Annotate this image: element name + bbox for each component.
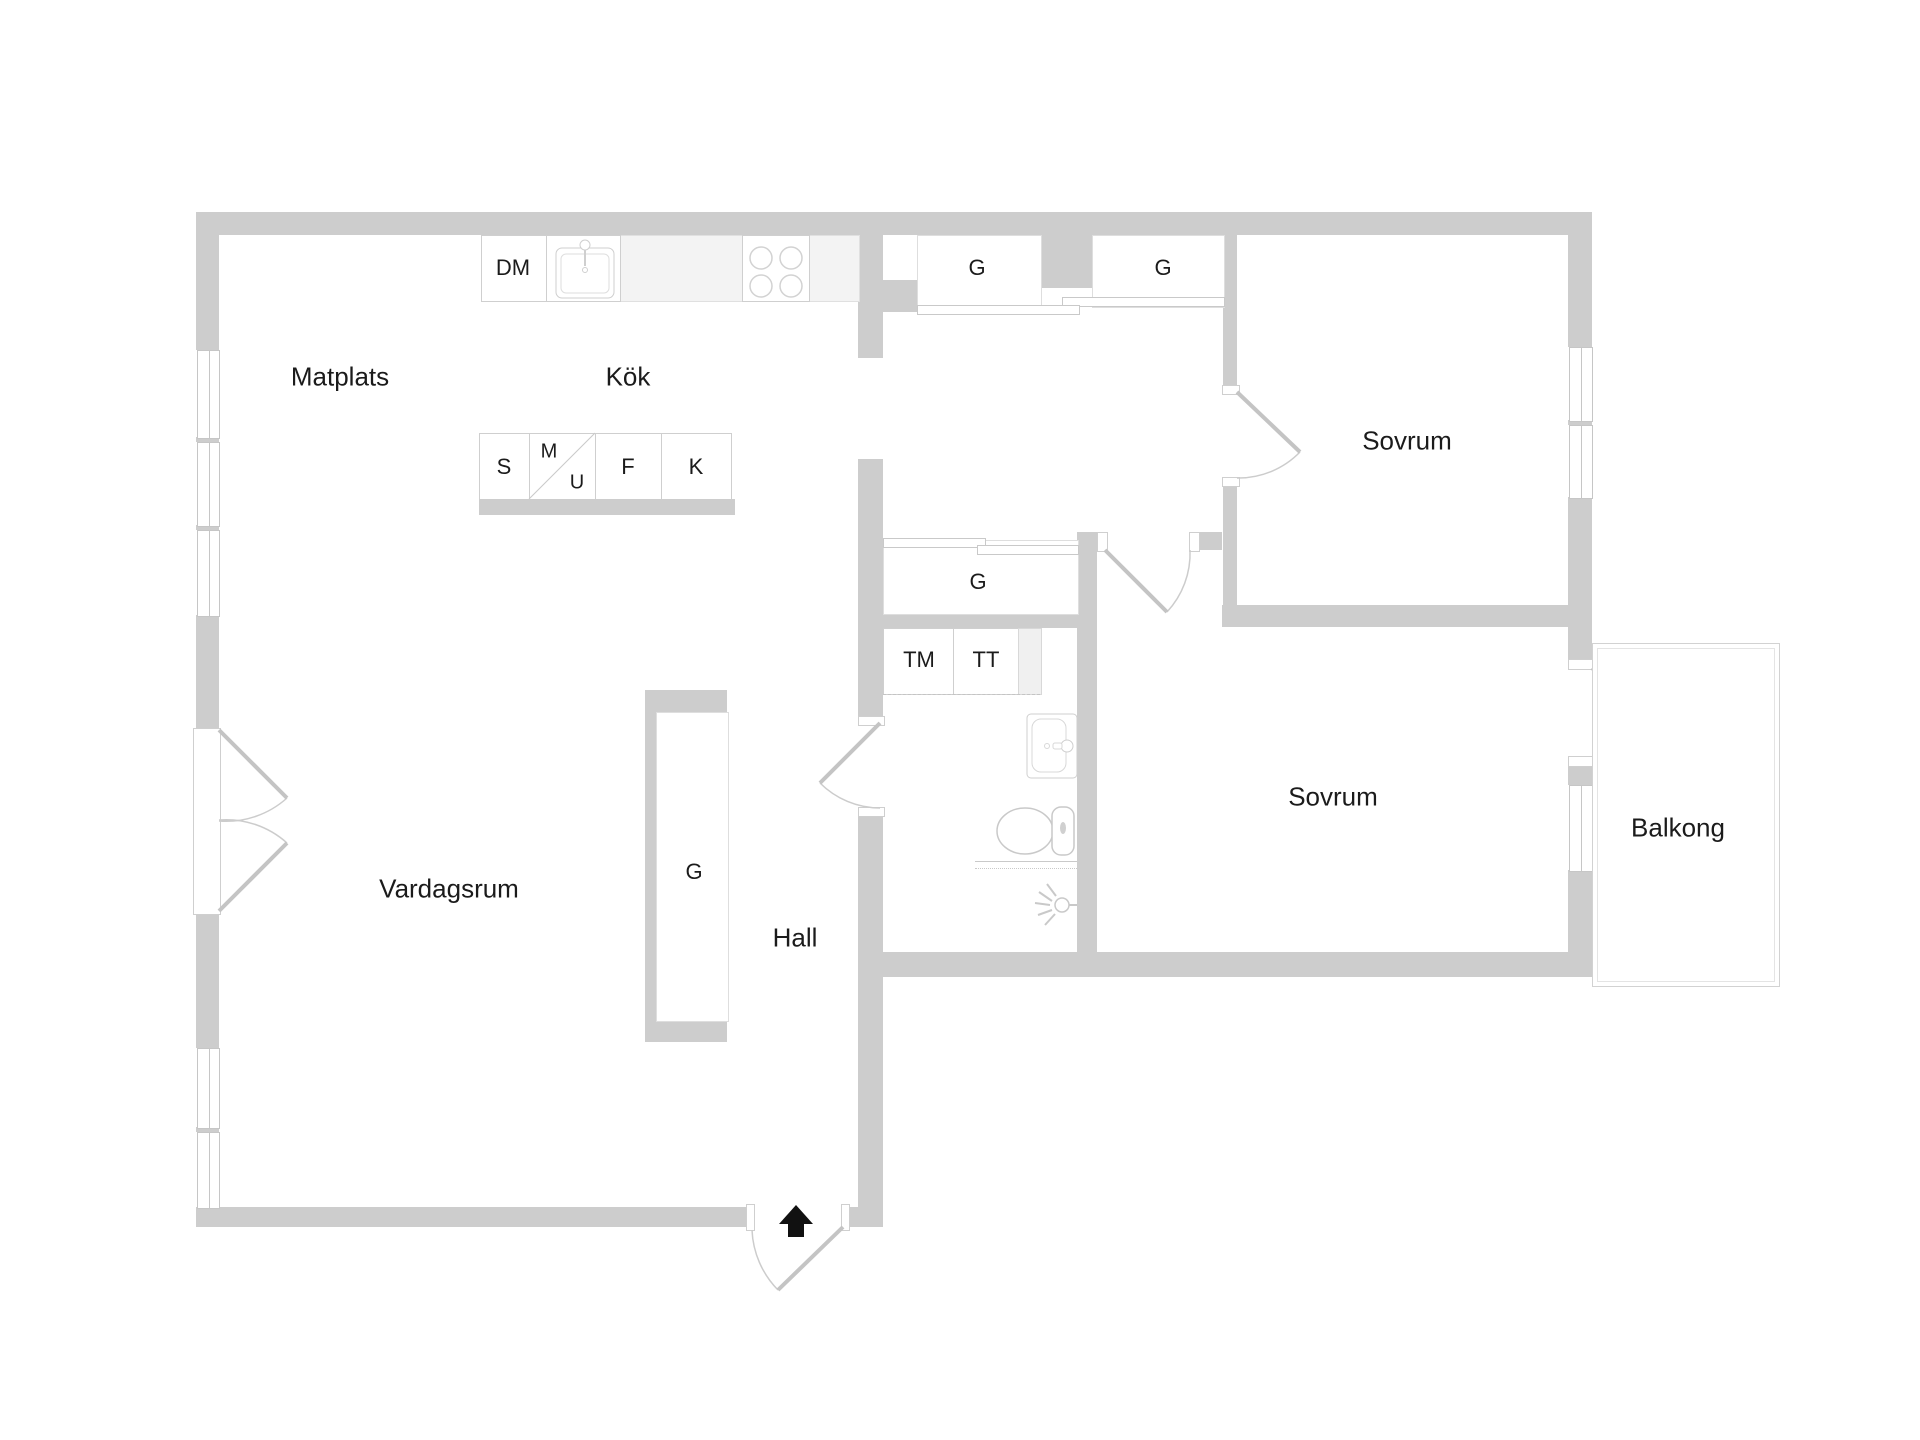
- kitchen-unit-base: [479, 499, 735, 515]
- room-label-kok: Kök: [605, 361, 651, 392]
- washbasin-icon: [1026, 713, 1078, 779]
- kitchen-unit-mu: [529, 433, 597, 501]
- door-jamb: [841, 1204, 850, 1231]
- wall: [196, 1207, 747, 1227]
- closet-label-g: G: [1154, 255, 1172, 280]
- double-door-frame: [193, 728, 221, 915]
- wall: [196, 913, 219, 1048]
- dryer-label: TT: [972, 647, 1000, 672]
- unit-diagonal-line: [528, 432, 596, 500]
- door-jamb: [1189, 532, 1200, 552]
- wall: [1568, 235, 1592, 347]
- room-label-sovrum-2: Sovrum: [1288, 781, 1378, 812]
- door-jamb: [1222, 385, 1240, 395]
- dishwasher-label: DM: [495, 255, 531, 280]
- room-label-balkong: Balkong: [1631, 812, 1725, 843]
- closet: [917, 235, 1042, 308]
- wall: [196, 1127, 219, 1132]
- shower-partition: [975, 861, 1077, 869]
- window: [1569, 785, 1593, 872]
- closet-label-g: G: [685, 859, 703, 884]
- window: [197, 530, 220, 617]
- room-label-hall: Hall: [772, 922, 818, 953]
- wall: [1222, 605, 1568, 627]
- wall: [1568, 870, 1592, 977]
- window: [1569, 347, 1593, 422]
- washing-machine-label: TM: [903, 647, 935, 672]
- door-jamb: [1222, 477, 1240, 487]
- unit-label-f: F: [621, 454, 635, 479]
- door-jamb: [858, 716, 885, 726]
- entrance-arrow-shaft: [788, 1223, 804, 1237]
- closet-sliding-door: [977, 545, 1079, 555]
- wall: [196, 212, 219, 350]
- kitchen-unit-k: [661, 433, 732, 501]
- door-jamb: [1568, 756, 1594, 767]
- door-swing-icon: [751, 1225, 845, 1292]
- door-swing-icon: [1235, 390, 1302, 479]
- closet-label-g: G: [968, 255, 986, 280]
- toilet-icon: [996, 806, 1075, 856]
- wall: [1223, 235, 1237, 385]
- closet-label-g: G: [969, 569, 987, 594]
- balcony-deck: [1592, 643, 1780, 987]
- door-jamb: [1568, 659, 1594, 670]
- stove-box: [742, 235, 810, 302]
- unit-label-u: U: [569, 471, 585, 494]
- unit-label-m: M: [540, 440, 558, 463]
- room-label-sovrum-1: Sovrum: [1362, 425, 1452, 456]
- wall: [883, 280, 917, 312]
- wall: [1223, 485, 1237, 605]
- wall: [1198, 532, 1222, 550]
- stove-icon: [749, 246, 803, 298]
- wall: [196, 615, 219, 728]
- kitchen-unit-f: [595, 433, 663, 501]
- double-door-swing-icon: [217, 818, 289, 913]
- shower-icon: [1034, 883, 1077, 926]
- closet: [656, 712, 729, 1022]
- closet-sliding-door: [917, 305, 1080, 315]
- window: [197, 442, 220, 527]
- closet-sliding-door: [883, 538, 986, 548]
- wall: [883, 952, 1592, 977]
- door-jamb: [746, 1204, 755, 1231]
- window: [197, 1132, 220, 1209]
- wall: [196, 525, 219, 530]
- wall: [196, 212, 1592, 235]
- door-swing-icon: [1103, 548, 1191, 614]
- wall: [858, 815, 883, 1227]
- kitchen-unit-s: [479, 433, 531, 501]
- wall: [1568, 420, 1592, 425]
- laundry-front-line: [883, 694, 1040, 695]
- closet-sliding-door: [1062, 297, 1225, 307]
- wall: [883, 613, 1077, 628]
- closet: [1092, 235, 1225, 308]
- wall: [1568, 497, 1592, 668]
- door-swing-icon: [818, 721, 882, 809]
- room-label-matplats: Matplats: [290, 361, 390, 392]
- room-label-vardagsrum: Vardagsrum: [379, 873, 519, 904]
- window: [197, 1048, 220, 1129]
- door-jamb: [1097, 532, 1108, 552]
- unit-label-k: K: [688, 454, 704, 479]
- entrance-arrow-icon: [779, 1205, 813, 1224]
- dryer-box: [953, 628, 1020, 695]
- wall: [196, 437, 219, 442]
- laundry-counter: [1018, 628, 1042, 695]
- kitchen-sink-icon: [555, 239, 615, 299]
- wall: [858, 459, 883, 716]
- unit-label-s: S: [496, 454, 512, 479]
- double-door-swing-icon: [217, 728, 289, 823]
- wall: [1040, 235, 1092, 288]
- wall: [1077, 532, 1097, 952]
- wall: [858, 212, 883, 358]
- window: [1569, 425, 1593, 499]
- window: [197, 350, 220, 439]
